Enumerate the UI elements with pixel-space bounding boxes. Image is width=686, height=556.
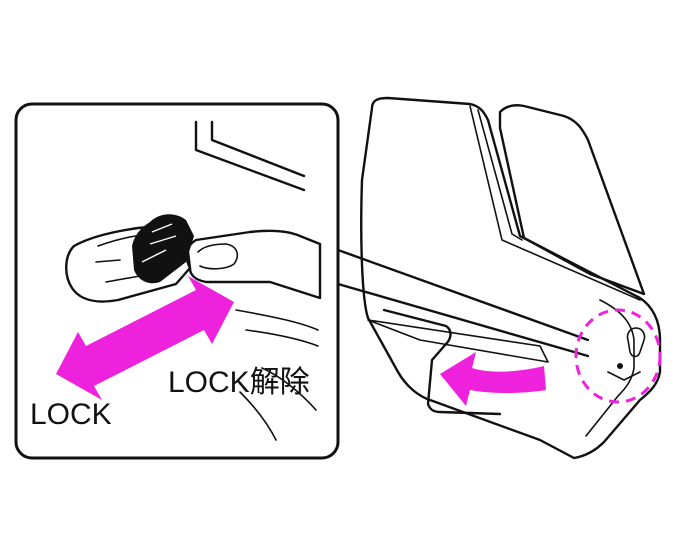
label-lock: LOCK <box>30 398 112 431</box>
lower-trim <box>367 319 549 363</box>
label-lock-release: LOCK解除 <box>168 366 310 399</box>
curved-arrow-icon <box>440 352 546 406</box>
double-arrow-icon <box>56 276 234 400</box>
car-door-illustration <box>360 96 662 460</box>
lock-knob[interactable] <box>132 214 194 284</box>
latch-bracket <box>607 371 641 381</box>
pillar-line <box>469 105 641 301</box>
latch-dot <box>617 363 623 369</box>
inset-panel-lower <box>235 309 319 441</box>
dashed-circle-icon <box>574 308 662 404</box>
inset-box: LOCK LOCK解除 <box>14 102 340 460</box>
lock-housing <box>65 224 192 303</box>
rocker-panel <box>382 308 502 416</box>
latch-slot <box>626 327 646 358</box>
door-outline <box>360 96 662 460</box>
window-frame <box>498 104 646 296</box>
inset-panel-top <box>194 120 306 192</box>
callout-pointer <box>336 248 590 358</box>
window-inner-line <box>477 109 523 241</box>
fingernail <box>197 243 239 270</box>
lock-knob-highlight <box>141 223 177 263</box>
finger <box>185 229 322 300</box>
inset-panel-top-2 <box>210 120 306 178</box>
